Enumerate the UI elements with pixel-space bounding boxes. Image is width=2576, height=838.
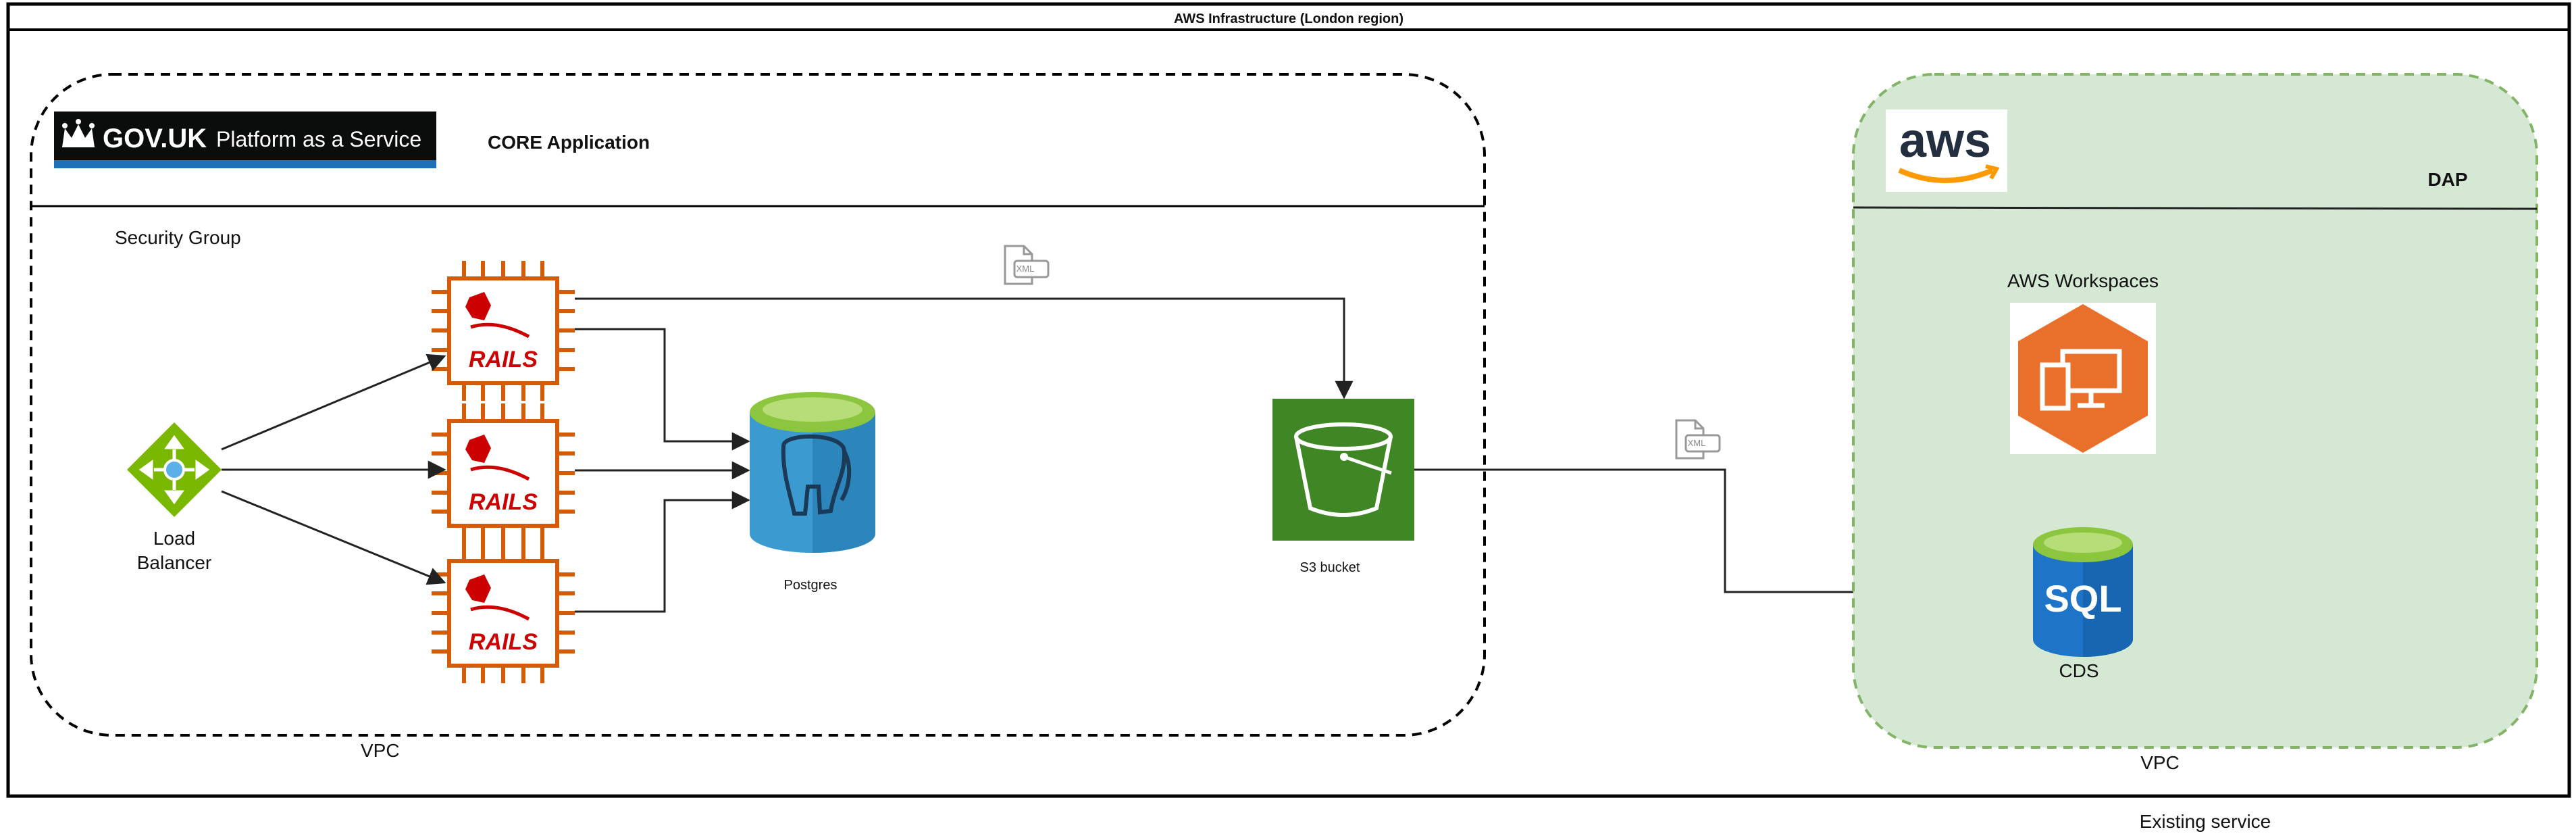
cds-label: CDS <box>2059 660 2098 681</box>
rails-instance-1: RAILS <box>432 261 575 401</box>
dap-heading: DAP <box>2427 169 2467 190</box>
rails-chip-icon <box>432 403 575 543</box>
s3-bucket-icon <box>1272 399 1414 541</box>
connector-rails-3-to-postgres <box>575 491 750 613</box>
aws-logo: aws <box>1886 109 2007 192</box>
s3-bucket-label: S3 bucket <box>1300 560 1360 575</box>
core-vpc-label: VPC <box>361 740 400 761</box>
connector-rails-1-to-postgres <box>575 328 750 451</box>
diagram-title: AWS Infrastructure (London region) <box>1174 11 1403 26</box>
crown-icon <box>62 119 95 147</box>
rails-chip-icon <box>432 543 575 683</box>
rails-logo-text: RAILS <box>469 629 538 655</box>
xml-file-icon: XML <box>1675 419 1721 460</box>
load-balancer-label-line2: Balancer <box>137 552 212 573</box>
xml-file-label: XML <box>1016 264 1035 274</box>
security-group-label: Security Group <box>115 227 241 248</box>
rails-instance-2: RAILS <box>432 403 575 543</box>
dap-divider <box>1853 206 2538 210</box>
rails-logo-text: RAILS <box>469 489 538 515</box>
core-application-heading: CORE Application <box>488 132 650 153</box>
govuk-logo: GOV.UK Platform as a Service <box>54 112 436 168</box>
postgres-db-icon <box>750 392 875 553</box>
sql-icon-text: SQL <box>2044 577 2121 620</box>
govuk-logo-text: GOV.UK <box>103 124 207 153</box>
govuk-logo-subtitle: Platform as a Service <box>216 127 421 151</box>
elephant-icon <box>781 434 852 516</box>
sql-database-icon: SQL <box>2033 527 2133 657</box>
dap-vpc-container <box>1852 73 2538 749</box>
dap-vpc-label: VPC <box>2140 752 2180 773</box>
load-balancer-icon <box>127 422 222 517</box>
connector-rails-to-s3 <box>575 297 1354 399</box>
rails-chip-icon <box>432 261 575 401</box>
rails-logo-text: RAILS <box>469 347 538 372</box>
rails-instance-3: RAILS <box>432 543 575 683</box>
postgres-label: Postgres <box>784 578 838 593</box>
connector-lb-to-rails-1 <box>221 353 446 451</box>
aws-logo-text: aws <box>1899 114 1991 168</box>
xml-file-icon: XML <box>1004 245 1050 285</box>
xml-file-label: XML <box>1688 438 1706 448</box>
desktop-icon <box>2040 349 2122 411</box>
connector-lb-to-rails-3 <box>221 490 446 585</box>
aws-workspaces-icon <box>2010 303 2156 454</box>
outer-frame <box>6 2 2571 798</box>
existing-service-label: Existing service <box>2140 811 2271 832</box>
core-vpc-container <box>30 73 1486 737</box>
load-balancer-label-line1: Load <box>153 528 195 549</box>
aws-workspaces-label: AWS Workspaces <box>2007 270 2159 291</box>
